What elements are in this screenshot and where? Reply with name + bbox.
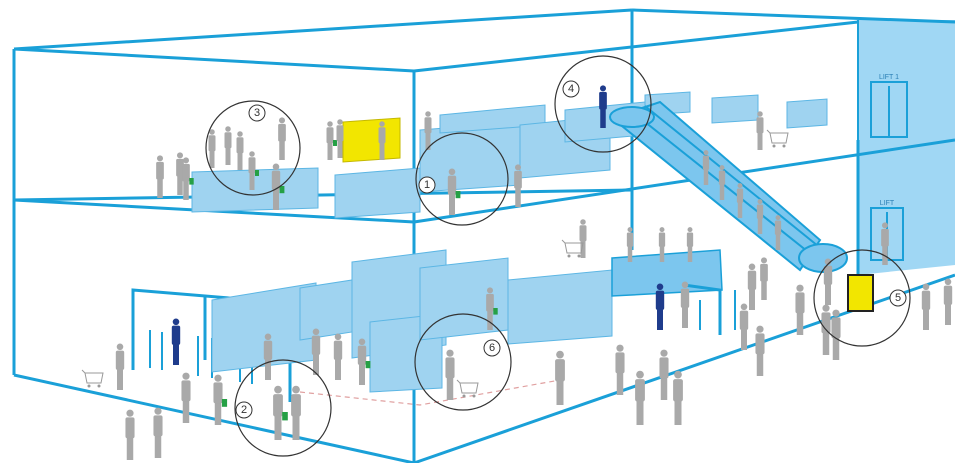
lift-label-upper: LIFT 1 bbox=[879, 74, 899, 81]
callout-3-number: 3 bbox=[254, 107, 260, 119]
shopper-figure bbox=[125, 409, 135, 460]
shopper-figure bbox=[736, 183, 744, 218]
shopper-figure bbox=[760, 257, 768, 300]
shopper-figure bbox=[333, 333, 343, 380]
lower-shelves bbox=[211, 249, 613, 393]
callout-4: 4 bbox=[554, 55, 652, 153]
shopper-figure bbox=[224, 126, 232, 165]
shopper-figure bbox=[615, 344, 625, 395]
shopper-figure bbox=[756, 199, 764, 234]
shopper-figure bbox=[291, 385, 301, 440]
shopping-bag-icon bbox=[255, 170, 259, 176]
shopper-figure bbox=[821, 304, 831, 355]
floor-path bbox=[299, 379, 561, 406]
lift-label-lower: LIFT bbox=[880, 200, 895, 207]
callout-5: 5 bbox=[813, 249, 911, 347]
shopping-bag-icon bbox=[493, 308, 498, 315]
shopper-figure bbox=[326, 121, 337, 160]
shopping-bag-icon bbox=[221, 399, 228, 407]
shopper-figure bbox=[673, 370, 683, 425]
shopper-figure bbox=[702, 150, 710, 185]
callout-4-number: 4 bbox=[568, 83, 574, 95]
shopper-figure bbox=[747, 263, 757, 310]
callout-1-number: 1 bbox=[424, 179, 430, 191]
callout-1: 1 bbox=[415, 132, 509, 226]
shopper-figure bbox=[739, 303, 749, 350]
shopper-figure bbox=[263, 333, 273, 380]
shopping-bag-icon bbox=[365, 361, 371, 369]
shopper-figure bbox=[378, 121, 386, 160]
callout-6: 6 bbox=[414, 313, 512, 411]
shopper-figure bbox=[156, 155, 164, 198]
people-layer bbox=[81, 85, 953, 460]
shopper-figure bbox=[658, 227, 666, 262]
staff-figure bbox=[599, 85, 607, 128]
shopper-figure bbox=[680, 281, 690, 328]
shopper-figure bbox=[943, 278, 953, 325]
shopper-figure bbox=[336, 119, 344, 158]
callout-3: 3 bbox=[205, 100, 301, 196]
shopper-figure bbox=[921, 283, 931, 330]
shopper-figure bbox=[271, 163, 285, 210]
callout-5-number: 5 bbox=[895, 292, 901, 304]
shopper-figure bbox=[635, 370, 645, 425]
shopping-bag-icon bbox=[279, 186, 285, 194]
shopper-figure bbox=[445, 349, 455, 400]
shopper-figure bbox=[718, 165, 726, 200]
shopping-trolley-icon bbox=[81, 369, 104, 388]
service-counter bbox=[611, 249, 736, 335]
shopper-figure bbox=[686, 227, 694, 262]
shopper-figure bbox=[881, 222, 889, 265]
shopping-bag-icon bbox=[333, 140, 337, 146]
shopper-figure bbox=[424, 111, 432, 150]
shopper-figure bbox=[182, 157, 194, 200]
shopper-figure bbox=[795, 284, 805, 335]
shopper-figure bbox=[311, 328, 321, 375]
shopper-figure bbox=[176, 152, 184, 195]
shopper-figure bbox=[831, 309, 841, 360]
shopper-figure bbox=[181, 372, 191, 423]
shopper-figure bbox=[579, 219, 587, 258]
callouts-layer: 1 2 3 4 5 6 bbox=[205, 55, 911, 457]
shopper-figure bbox=[273, 385, 288, 440]
shopper-figure bbox=[756, 111, 764, 150]
shopper-figure bbox=[153, 407, 163, 458]
shopper-figure bbox=[248, 151, 259, 190]
shopper-figure bbox=[447, 168, 461, 215]
yellow-digital-sign bbox=[847, 274, 874, 312]
lift-door-upper: LIFT 1 bbox=[870, 74, 908, 138]
shopper-figure bbox=[823, 258, 833, 305]
shopper-figure bbox=[213, 374, 228, 425]
shopper-figure bbox=[626, 227, 634, 262]
callout-2: 2 bbox=[234, 359, 332, 457]
yellow-display-upper bbox=[342, 117, 401, 163]
shopper-figure bbox=[755, 325, 765, 376]
shopper-figure bbox=[555, 350, 565, 405]
shopping-bag-icon bbox=[455, 191, 461, 199]
shopper-figure bbox=[236, 131, 244, 170]
shopper-figure bbox=[357, 338, 371, 385]
shopper-figure bbox=[278, 117, 286, 160]
shopping-bag-icon bbox=[282, 412, 288, 421]
shopping-bag-icon bbox=[189, 178, 194, 185]
shopper-figure bbox=[774, 215, 782, 250]
staff-figure bbox=[171, 318, 181, 365]
shopping-trolley-icon bbox=[766, 129, 789, 148]
shopper-figure bbox=[486, 287, 498, 330]
shopper-figure bbox=[208, 129, 216, 168]
callout-6-number: 6 bbox=[489, 342, 495, 354]
shopping-trolley-icon bbox=[561, 239, 584, 258]
shopping-trolley-icon bbox=[456, 379, 479, 398]
staff-figure bbox=[655, 283, 665, 330]
callout-2-number: 2 bbox=[241, 404, 247, 416]
shopper-figure bbox=[115, 343, 125, 390]
shopper-figure bbox=[514, 164, 522, 207]
shopper-figure bbox=[659, 349, 669, 400]
